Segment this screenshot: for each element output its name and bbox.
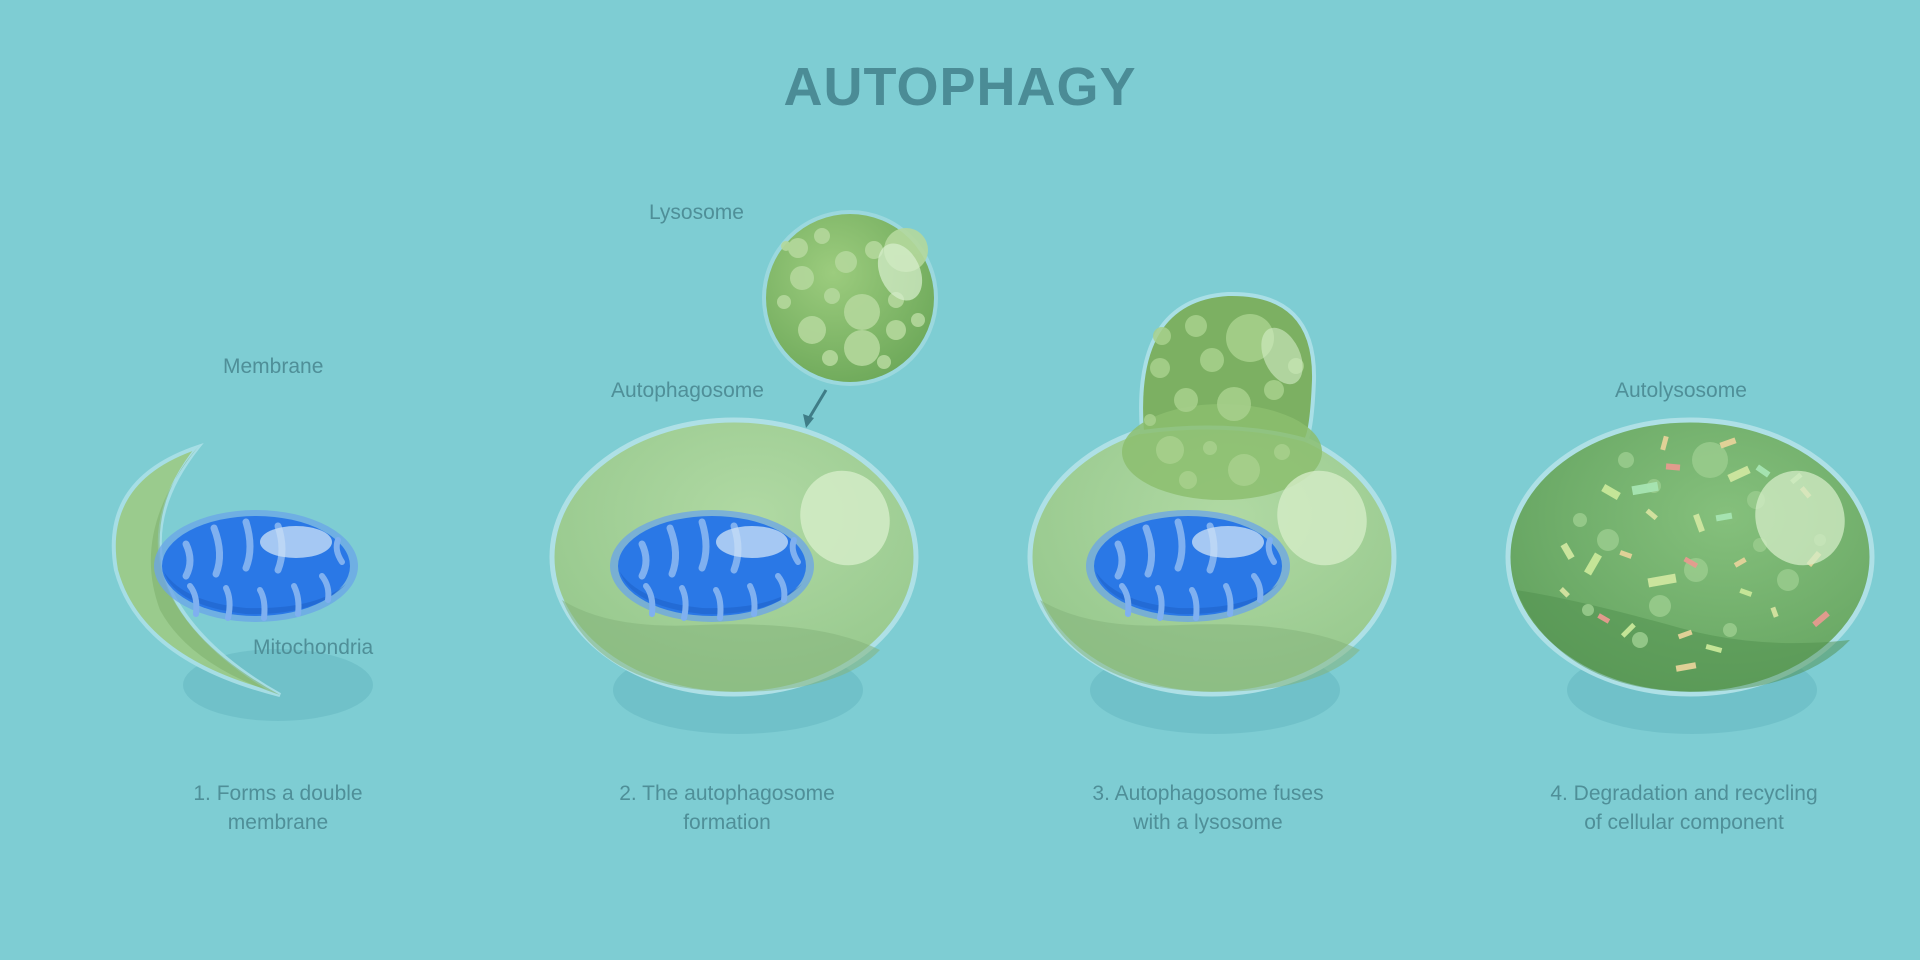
- step-1-caption: 1. Forms a double membrane: [108, 779, 448, 837]
- step-2-line-2: formation: [683, 811, 771, 834]
- fused-lysosome: [1122, 291, 1322, 500]
- step1-illustration: [111, 442, 373, 721]
- step2-illustration: [549, 210, 938, 734]
- step-1-line-2: membrane: [227, 811, 329, 834]
- autophagosome-label: Autophagosome: [611, 379, 764, 402]
- membrane-label: Membrane: [223, 355, 324, 378]
- mitochondria: [1086, 510, 1290, 622]
- step-1-line-1: 1. Forms a double: [193, 782, 363, 805]
- step-3-line-2: with a lysosome: [1133, 811, 1283, 834]
- lysosome: [762, 210, 938, 386]
- autolysosome-label: Autolysosome: [1615, 379, 1747, 402]
- step-4-line-1: 4. Degradation and recycling: [1550, 782, 1818, 805]
- lysosome-label: Lysosome: [649, 201, 744, 224]
- step3-illustration: [1027, 291, 1397, 734]
- mitochondria-label: Mitochondria: [253, 636, 374, 659]
- step-4-caption: 4. Degradation and recycling of cellular…: [1514, 779, 1854, 837]
- step-2-line-1: 2. The autophagosome: [619, 782, 835, 805]
- step-2-caption: 2. The autophagosome formation: [557, 779, 897, 837]
- step-3-caption: 3. Autophagosome fuses with a lysosome: [1038, 779, 1378, 837]
- mitochondria: [154, 510, 358, 622]
- mitochondria: [610, 510, 814, 622]
- step4-illustration: [1505, 417, 1875, 734]
- page-title: AUTOPHAGY: [783, 57, 1137, 117]
- step-3-line-1: 3. Autophagosome fuses: [1092, 782, 1324, 805]
- arrow-icon: [803, 389, 828, 428]
- step-4-line-2: of cellular component: [1584, 811, 1784, 834]
